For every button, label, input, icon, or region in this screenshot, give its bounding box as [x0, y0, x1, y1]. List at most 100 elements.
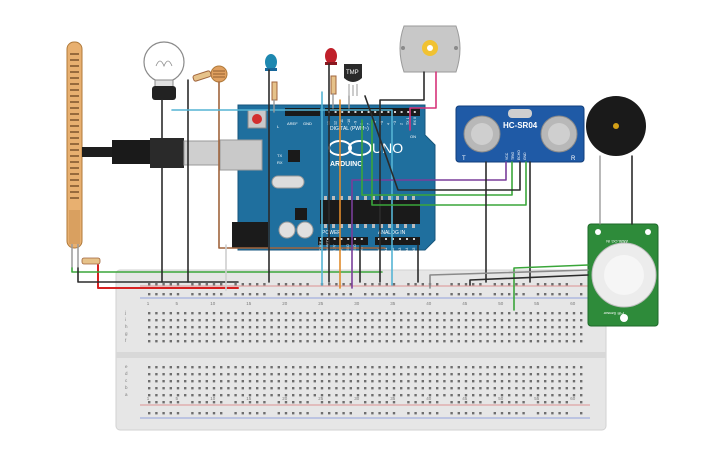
- breadboard-rail-hole[interactable]: [205, 412, 208, 415]
- breadboard-rail-hole[interactable]: [472, 293, 475, 296]
- breadboard-hole[interactable]: [364, 380, 367, 383]
- breadboard-hole[interactable]: [313, 387, 316, 390]
- breadboard-hole[interactable]: [306, 373, 309, 376]
- breadboard-hole[interactable]: [292, 366, 295, 369]
- breadboard-hole[interactable]: [364, 394, 367, 397]
- breadboard-rail-hole[interactable]: [306, 401, 309, 404]
- breadboard-rail-hole[interactable]: [536, 412, 540, 415]
- breadboard-rail-hole[interactable]: [328, 293, 331, 296]
- breadboard-hole[interactable]: [212, 373, 216, 376]
- breadboard-hole[interactable]: [349, 394, 352, 397]
- breadboard-rail-hole[interactable]: [256, 293, 259, 296]
- breadboard-rail-hole[interactable]: [220, 293, 223, 296]
- breadboard-rail-hole[interactable]: [385, 283, 388, 286]
- breadboard-hole[interactable]: [551, 387, 554, 390]
- breadboard-hole[interactable]: [356, 326, 360, 329]
- breadboard-hole[interactable]: [428, 394, 432, 397]
- dc-motor[interactable]: [399, 25, 461, 73]
- breadboard-rail-hole[interactable]: [457, 401, 460, 404]
- breadboard-hole[interactable]: [392, 387, 396, 390]
- breadboard-hole[interactable]: [248, 366, 252, 369]
- breadboard-hole[interactable]: [356, 340, 360, 343]
- breadboard-rail-hole[interactable]: [436, 293, 439, 296]
- breadboard-rail-hole[interactable]: [500, 293, 504, 296]
- breadboard-hole[interactable]: [169, 333, 172, 336]
- breadboard-hole[interactable]: [457, 326, 460, 329]
- breadboard-rail-hole[interactable]: [169, 401, 172, 404]
- breadboard-rail-hole[interactable]: [500, 283, 504, 286]
- breadboard-hole[interactable]: [248, 326, 252, 329]
- breadboard-hole[interactable]: [335, 394, 338, 397]
- breadboard-hole[interactable]: [436, 387, 439, 390]
- breadboard-rail-hole[interactable]: [335, 283, 338, 286]
- header-pin[interactable]: [407, 111, 410, 113]
- breadboard-rail-hole[interactable]: [414, 401, 417, 404]
- breadboard-hole[interactable]: [371, 387, 374, 390]
- breadboard-hole[interactable]: [227, 387, 230, 390]
- breadboard-rail-hole[interactable]: [436, 401, 439, 404]
- breadboard-hole[interactable]: [205, 387, 208, 390]
- breadboard-hole[interactable]: [349, 366, 352, 369]
- breadboard-rail-hole[interactable]: [306, 283, 309, 286]
- breadboard-rail-hole[interactable]: [371, 283, 374, 286]
- breadboard-hole[interactable]: [472, 366, 475, 369]
- breadboard-rail-hole[interactable]: [479, 293, 482, 296]
- breadboard-hole[interactable]: [558, 387, 561, 390]
- breadboard-hole[interactable]: [198, 387, 201, 390]
- breadboard-hole[interactable]: [436, 373, 439, 376]
- breadboard-hole[interactable]: [385, 319, 388, 322]
- breadboard-hole[interactable]: [148, 312, 151, 315]
- breadboard-hole[interactable]: [284, 366, 288, 369]
- header-pin[interactable]: [320, 238, 322, 240]
- breadboard-rail-hole[interactable]: [284, 293, 288, 296]
- breadboard-hole[interactable]: [443, 373, 446, 376]
- breadboard-hole[interactable]: [493, 333, 496, 336]
- breadboard-hole[interactable]: [335, 326, 338, 329]
- breadboard-rail-hole[interactable]: [364, 412, 367, 415]
- breadboard-hole[interactable]: [580, 394, 583, 397]
- breadboard-hole[interactable]: [212, 333, 216, 336]
- breadboard-rail-hole[interactable]: [335, 401, 338, 404]
- breadboard-rail-hole[interactable]: [191, 283, 194, 286]
- breadboard-hole[interactable]: [508, 394, 511, 397]
- breadboard-hole[interactable]: [392, 340, 396, 343]
- breadboard-hole[interactable]: [472, 373, 475, 376]
- breadboard-hole[interactable]: [364, 319, 367, 322]
- header-pin[interactable]: [347, 111, 350, 113]
- breadboard-hole[interactable]: [436, 333, 439, 336]
- breadboard-hole[interactable]: [421, 340, 424, 343]
- breadboard-hole[interactable]: [162, 312, 165, 315]
- breadboard-hole[interactable]: [464, 340, 468, 343]
- breadboard-hole[interactable]: [277, 326, 280, 329]
- breadboard-hole[interactable]: [284, 326, 288, 329]
- breadboard-rail-hole[interactable]: [148, 293, 151, 296]
- breadboard-rail-hole[interactable]: [342, 412, 345, 415]
- breadboard-hole[interactable]: [428, 373, 432, 376]
- breadboard-hole[interactable]: [472, 380, 475, 383]
- breadboard-rail-hole[interactable]: [551, 293, 554, 296]
- breadboard-hole[interactable]: [148, 380, 151, 383]
- breadboard-hole[interactable]: [220, 366, 223, 369]
- breadboard-rail-hole[interactable]: [407, 401, 410, 404]
- breadboard-rail-hole[interactable]: [212, 401, 216, 404]
- breadboard-hole[interactable]: [342, 366, 345, 369]
- breadboard-hole[interactable]: [299, 319, 302, 322]
- breadboard-hole[interactable]: [392, 366, 396, 369]
- breadboard-rail-hole[interactable]: [580, 412, 583, 415]
- breadboard-hole[interactable]: [493, 312, 496, 315]
- breadboard-hole[interactable]: [306, 319, 309, 322]
- breadboard-hole[interactable]: [551, 394, 554, 397]
- breadboard-hole[interactable]: [256, 366, 259, 369]
- breadboard-hole[interactable]: [184, 340, 187, 343]
- breadboard-hole[interactable]: [284, 394, 288, 397]
- breadboard-hole[interactable]: [508, 366, 511, 369]
- breadboard-hole[interactable]: [464, 380, 468, 383]
- breadboard-hole[interactable]: [277, 380, 280, 383]
- breadboard-rail-hole[interactable]: [421, 293, 424, 296]
- breadboard-hole[interactable]: [378, 319, 381, 322]
- breadboard-hole[interactable]: [162, 366, 165, 369]
- breadboard-rail-hole[interactable]: [392, 401, 396, 404]
- breadboard-hole[interactable]: [241, 366, 244, 369]
- breadboard-hole[interactable]: [169, 373, 172, 376]
- breadboard-hole[interactable]: [529, 394, 532, 397]
